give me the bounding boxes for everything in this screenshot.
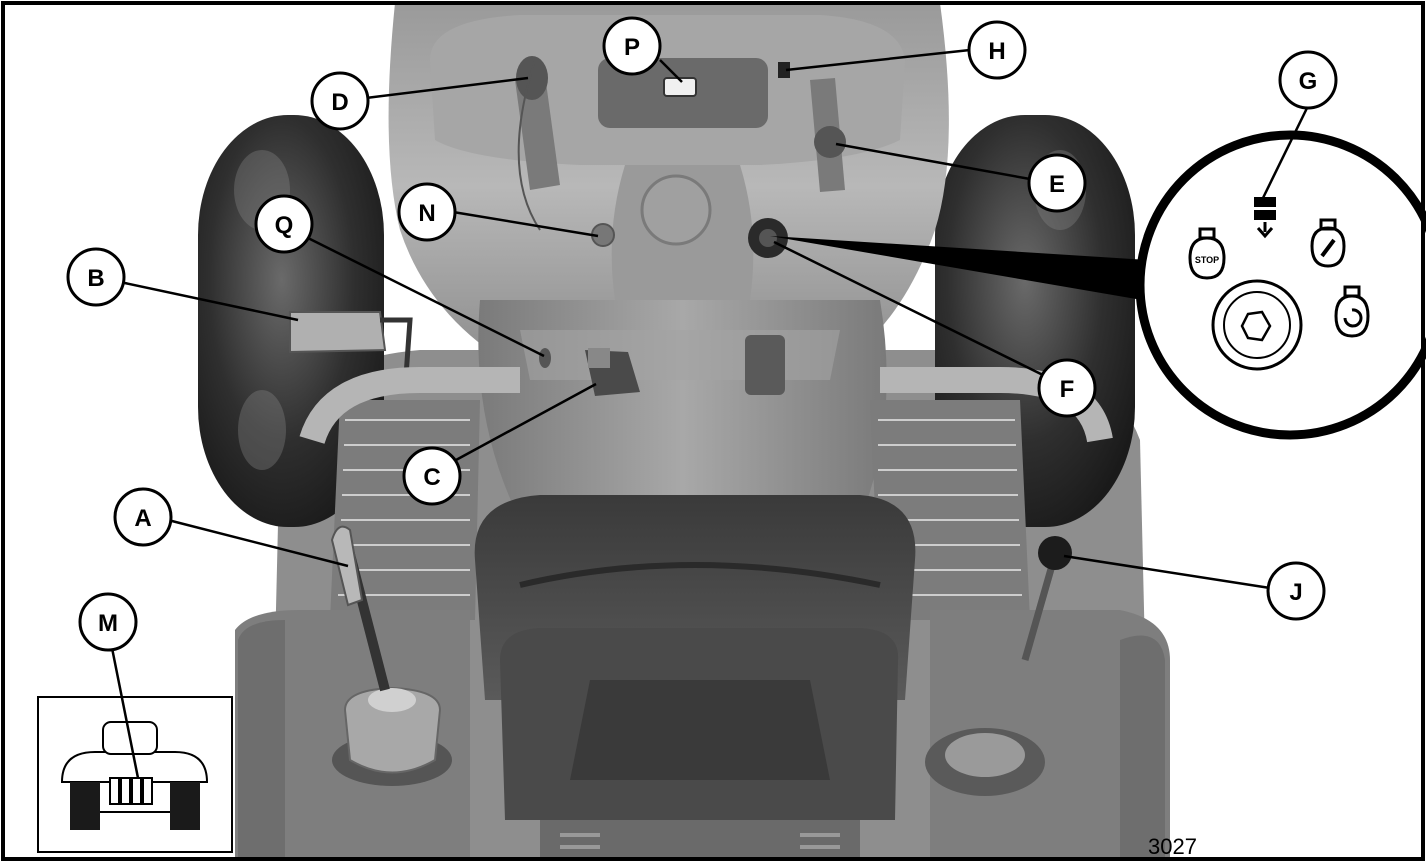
throttle-lever — [516, 56, 548, 100]
rear-view-inset — [37, 696, 233, 853]
callout-a: A — [113, 487, 173, 547]
hour-meter — [663, 77, 697, 97]
figure-number: 3027 — [1148, 834, 1197, 859]
start-position-icon — [1334, 285, 1370, 338]
speed-lever-knob — [1038, 536, 1072, 570]
callout-b: B — [66, 247, 126, 307]
callout-d: D — [310, 71, 370, 131]
callout-h: H — [967, 20, 1027, 80]
run-position-icon — [1310, 218, 1346, 268]
callout-d-label: D — [331, 89, 348, 116]
fuel-cap-top — [368, 688, 416, 712]
seat-contour — [519, 562, 881, 588]
seat-base — [540, 820, 860, 859]
callout-p: P — [602, 16, 662, 76]
ignition-inset-circle — [1135, 130, 1426, 440]
tire-highlight — [238, 390, 286, 470]
callout-m: M — [78, 592, 138, 652]
indicator-light — [778, 62, 790, 78]
callout-g-label: G — [1299, 68, 1318, 95]
leader-lines — [110, 48, 1310, 779]
leader-e — [835, 142, 1031, 181]
tractor-illustration — [198, 3, 1170, 859]
brake-pedal — [289, 311, 387, 354]
callouts: P H D G E N Q B F C A J M — [66, 16, 1338, 652]
stop-position-icon: STOP — [1188, 227, 1226, 280]
right-lower-body — [930, 610, 1170, 859]
console-panel — [520, 330, 840, 380]
leader-q — [305, 235, 545, 358]
stop-label: STOP — [1195, 255, 1219, 265]
leader-b — [119, 280, 299, 322]
callout-h-label: H — [988, 38, 1005, 65]
leader-g — [1260, 105, 1310, 201]
cup-holder-inner — [945, 733, 1025, 777]
seat-springs — [560, 833, 840, 849]
callout-f: F — [1037, 358, 1097, 418]
ignition-key-slot — [759, 229, 777, 247]
lights-position-icon — [1254, 197, 1276, 239]
callout-j: J — [1266, 561, 1326, 621]
callout-q: Q — [254, 194, 314, 254]
callout-n: N — [397, 182, 457, 242]
leader-n — [452, 210, 599, 238]
seat-panel — [570, 680, 830, 780]
deck-lever-cap — [588, 348, 610, 368]
leader-m — [110, 647, 140, 779]
callout-c-label: C — [423, 464, 440, 491]
speed-lever-rod — [1021, 554, 1059, 661]
throttle-slot — [515, 75, 560, 190]
inset-pointer — [770, 236, 1148, 300]
throttle-cable — [517, 59, 541, 231]
leader-a — [167, 518, 349, 568]
right-lever-knob — [814, 126, 846, 158]
callout-e-label: E — [1049, 171, 1065, 198]
inset-left-tire — [70, 782, 100, 830]
ignition-inset: STOP — [1135, 130, 1426, 440]
callout-e: E — [1027, 153, 1087, 213]
leader-c — [455, 382, 597, 462]
steering-hub — [640, 174, 712, 246]
callout-c: C — [402, 446, 462, 506]
inset-right-tire — [170, 782, 200, 830]
inset-tractor-body — [60, 751, 209, 783]
leader-f — [773, 240, 1054, 382]
callout-j-label: J — [1289, 579, 1302, 606]
callout-a-label: A — [134, 505, 151, 532]
callout-m-label: M — [98, 610, 118, 637]
small-switch — [539, 348, 551, 368]
leader-j — [1063, 554, 1271, 590]
left-rear-fender — [238, 620, 285, 859]
leader-h — [785, 48, 971, 72]
callout-n-label: N — [418, 200, 435, 227]
callout-p-label: P — [624, 34, 640, 61]
callout-f-label: F — [1060, 376, 1075, 403]
key-barrel-inner — [1223, 291, 1291, 359]
fuel-cap — [343, 686, 442, 774]
callout-b-label: B — [87, 265, 104, 292]
leader-d — [365, 76, 529, 100]
right-console-control — [745, 335, 785, 395]
brake-rod — [380, 317, 413, 391]
right-rear-fender — [1120, 635, 1165, 859]
callout-q-label: Q — [275, 212, 294, 239]
callout-g: G — [1278, 50, 1338, 110]
leader-p — [659, 59, 683, 83]
key-slot-shape — [1240, 310, 1272, 342]
inset-grille — [109, 777, 153, 805]
left-fender-arm — [299, 367, 520, 445]
